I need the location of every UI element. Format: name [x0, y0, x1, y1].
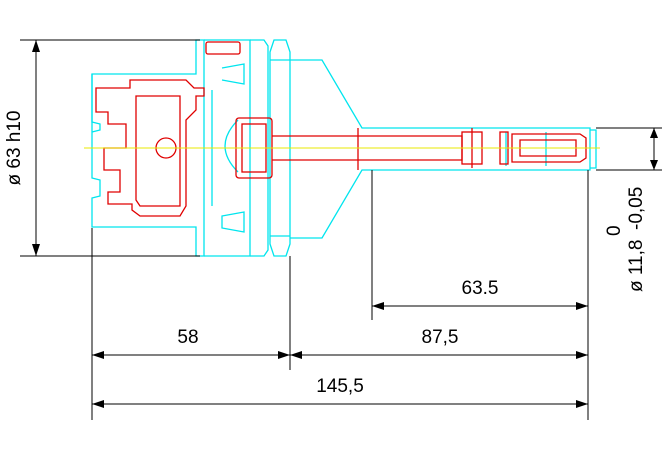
dim-label-length-total: 145,5 — [316, 376, 364, 397]
clamping-section — [95, 41, 587, 217]
dimension-length-total: 145,5 — [92, 376, 588, 408]
dim-label-tolerance-upper: 0 — [604, 225, 625, 236]
tool-holder-outline — [91, 39, 597, 257]
dim-label-diameter-flange: ø 63 h10 — [4, 111, 25, 186]
dimension-length-nose: 87,5 — [290, 327, 588, 359]
dim-label-diameter-tip: ø 11,8 — [626, 240, 647, 292]
dimension-length-shank: 63.5 — [372, 278, 588, 310]
dimension-diameter-tip: ø 11,8 0 -0,05 — [596, 127, 662, 292]
extension-lines — [91, 170, 589, 420]
dim-label-length-shank: 63.5 — [462, 278, 499, 299]
dimension-length-flange: 58 — [92, 327, 290, 359]
dim-label-length-flange: 58 — [177, 327, 198, 348]
dimension-diameter-flange: ø 63 h10 — [4, 39, 200, 257]
dim-label-length-nose: 87,5 — [422, 327, 459, 348]
dim-label-tolerance-lower: -0,05 — [626, 187, 647, 230]
